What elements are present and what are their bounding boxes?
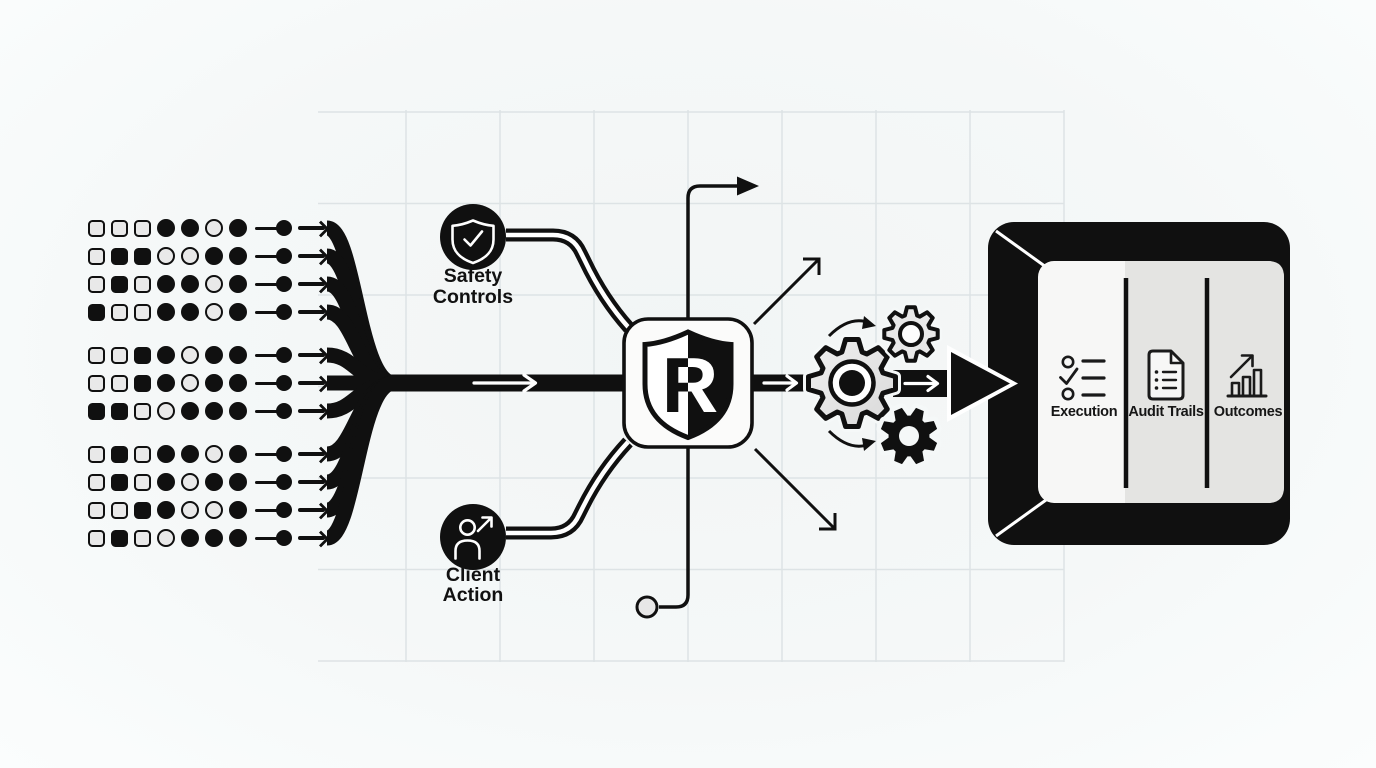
logo-letter-right: R xyxy=(662,341,718,429)
safety-pipe xyxy=(506,228,634,333)
safety-controls-label-line1: Safety xyxy=(444,265,503,287)
panel-column-label-outcomes: Outcomes xyxy=(1214,404,1283,420)
stream-funnel xyxy=(324,220,397,546)
cycle-arrow-bottom-head xyxy=(862,438,876,451)
client-pipe xyxy=(506,437,633,540)
panel-entry-arrowhead-icon xyxy=(951,352,1010,415)
processing-gears xyxy=(803,302,943,469)
client-action-label-line2: Action xyxy=(443,584,504,606)
person-arrow-icon xyxy=(454,516,493,560)
arrow-up-right-icon xyxy=(752,258,820,326)
logo-letter-left: R xyxy=(662,341,718,429)
safety-controls-label-line2: Controls xyxy=(433,286,513,308)
cycle-arrow-top-head xyxy=(862,316,876,329)
checklist-icon xyxy=(1059,355,1106,401)
shield-r-logo: R R xyxy=(642,329,734,441)
panel-miter-seam-bottom xyxy=(995,498,1047,538)
shield-check-icon xyxy=(451,219,495,265)
small-gear-bottom-hole xyxy=(899,426,919,446)
panel-column-label-audit-trails: Audit Trails xyxy=(1128,404,1204,420)
small-gear-top-hole xyxy=(898,321,924,347)
gateway-out-arrow-icon xyxy=(762,374,799,392)
panel-gray-columns xyxy=(1125,261,1284,503)
gateway-shield-box: R R xyxy=(622,317,754,449)
document-list-icon xyxy=(1147,349,1185,401)
panel-miter-seam-top xyxy=(995,229,1047,269)
shaft-arrow-icon xyxy=(903,374,940,393)
flow-end-dot xyxy=(635,595,659,619)
execution-panel: Execution Audit Trails xyxy=(988,222,1290,545)
safety-controls-node: Safety Controls xyxy=(433,204,513,308)
trunk-arrow-icon xyxy=(472,373,538,393)
arrow-up-right-head-icon xyxy=(803,257,821,275)
bar-chart-arrow-icon xyxy=(1226,354,1268,398)
client-action-label-line1: Client xyxy=(446,564,501,586)
client-action-node: Client Action xyxy=(440,504,506,606)
funnel-curve xyxy=(324,375,397,546)
arrow-down-right-head-icon xyxy=(819,513,837,531)
panel-column-label-execution: Execution xyxy=(1051,404,1118,420)
flow-direction-arrows xyxy=(472,373,940,393)
arrow-down-right-icon xyxy=(753,447,837,531)
gear-cycle-arrows xyxy=(827,316,876,451)
up-branch-arrowhead-icon xyxy=(737,176,759,196)
branch-arrows xyxy=(752,257,837,531)
big-gear-hub xyxy=(839,370,865,396)
panel-entry-arrow xyxy=(947,345,1018,422)
